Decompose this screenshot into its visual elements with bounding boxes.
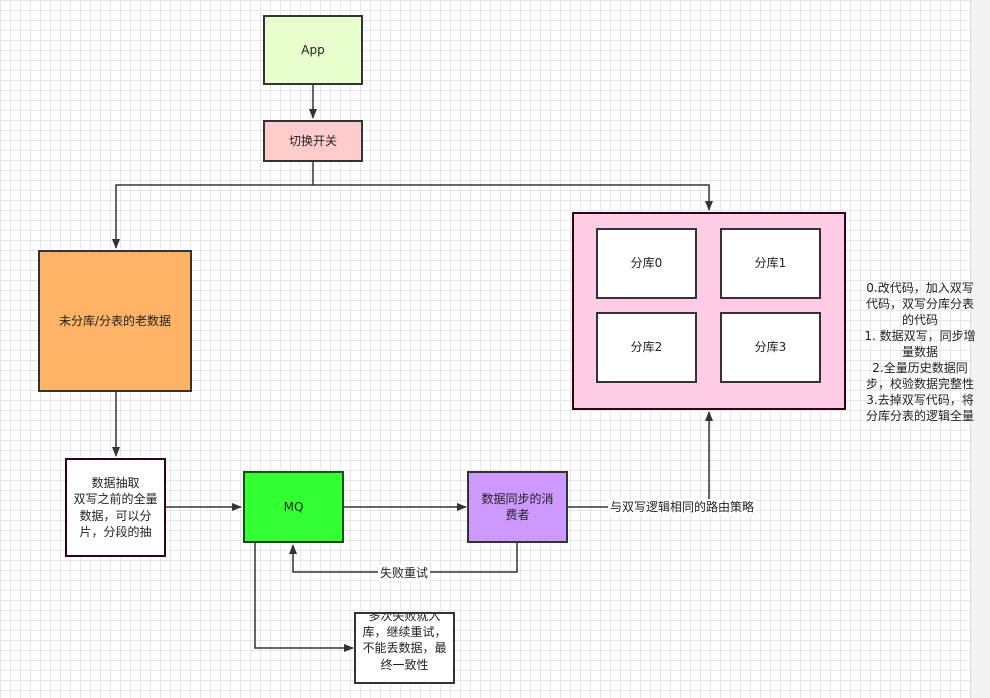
shard-0-node[interactable]: 分库0 bbox=[596, 228, 697, 299]
edge-switch-to-old-data bbox=[112, 162, 314, 249]
mq-node[interactable]: MQ bbox=[243, 471, 344, 543]
shard-2-node[interactable]: 分库2 bbox=[596, 312, 697, 383]
shard-3-node[interactable]: 分库3 bbox=[720, 312, 821, 383]
edge-mq-to-dead-letter bbox=[254, 543, 354, 652]
steps-note: 0.改代码，加入双写 代码，双写分库分表 的代码 1. 数据双写，同步增 量数据… bbox=[864, 281, 976, 423]
route-edge-label: 与双写逻辑相同的路由策略 bbox=[608, 499, 757, 515]
old-data-node-label: 未分库/分表的老数据 bbox=[58, 313, 172, 328]
shard-1-label: 分库1 bbox=[754, 256, 787, 271]
shard-3-label: 分库3 bbox=[754, 340, 787, 355]
dead-letter-node[interactable]: 多次失败就入库，继续重试，不能丢数据，最终一致性 bbox=[354, 612, 455, 684]
switch-node[interactable]: 切换开关 bbox=[263, 120, 363, 162]
dead-letter-node-label: 多次失败就入库，继续重试，不能丢数据，最终一致性 bbox=[362, 612, 447, 672]
extract-node-label: 数据抽取 双写之前的全量数据，可以分片，分段的抽 bbox=[73, 476, 158, 539]
old-data-node[interactable]: 未分库/分表的老数据 bbox=[38, 250, 192, 392]
extract-node[interactable]: 数据抽取 双写之前的全量数据，可以分片，分段的抽 bbox=[65, 458, 166, 557]
consumer-node[interactable]: 数据同步的消费者 bbox=[467, 471, 568, 543]
app-node-label: App bbox=[301, 42, 325, 57]
consumer-node-label: 数据同步的消费者 bbox=[481, 491, 554, 522]
switch-node-label: 切换开关 bbox=[288, 133, 337, 148]
retry-edge-label: 失败重试 bbox=[378, 565, 431, 581]
vertical-scrollbar[interactable] bbox=[970, 0, 990, 698]
app-node[interactable]: App bbox=[263, 15, 363, 85]
mq-node-label: MQ bbox=[283, 499, 304, 514]
shard-2-label: 分库2 bbox=[630, 340, 663, 355]
shard-0-label: 分库0 bbox=[630, 256, 663, 271]
edge-consumer-to-shards bbox=[568, 411, 713, 508]
edge-switch-to-shards bbox=[313, 184, 713, 211]
shard-1-node[interactable]: 分库1 bbox=[720, 228, 821, 299]
